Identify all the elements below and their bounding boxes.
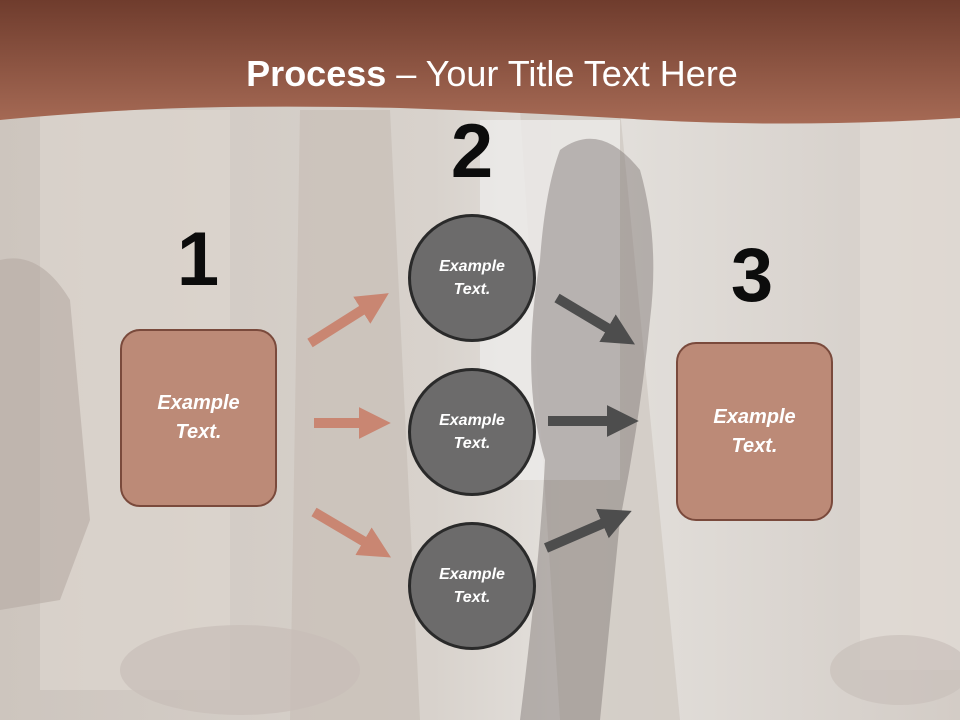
process-circle-3: Example Text. bbox=[408, 522, 536, 650]
process-circle-2: Example Text. bbox=[408, 368, 536, 496]
process-box-start: Example Text. bbox=[120, 329, 277, 507]
process-circle-1: Example Text. bbox=[408, 214, 536, 342]
step-number-2: 2 bbox=[450, 109, 494, 194]
step-number-1: 1 bbox=[176, 217, 220, 302]
arrow-left-to-bottom bbox=[311, 507, 392, 558]
process-box-end: Example Text. bbox=[676, 342, 833, 521]
arrow-bottom-to-right bbox=[544, 508, 632, 553]
title-bold: Process bbox=[246, 53, 387, 94]
arrow-top-to-right bbox=[554, 293, 635, 345]
arrow-left-to-top bbox=[307, 293, 389, 348]
title-rest: – Your Title Text Here bbox=[386, 53, 738, 94]
step-number-3: 3 bbox=[730, 233, 774, 318]
header-band bbox=[0, 0, 960, 124]
page-title: Process – Your Title Text Here bbox=[0, 52, 960, 96]
